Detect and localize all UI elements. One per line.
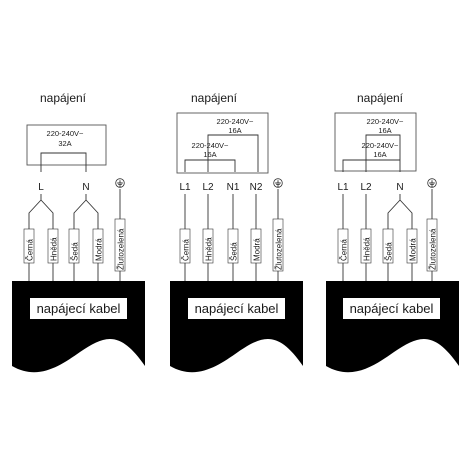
wire-label-brown: Hnědá [50, 237, 59, 261]
wire-label-box [227, 228, 239, 264]
wire-label-green-yellow: Žlutozelená [275, 228, 284, 270]
bridge-line [40, 152, 87, 172]
rating-box [26, 124, 107, 166]
bridge-line-inner [184, 159, 236, 172]
rating-current: 16A [378, 126, 391, 135]
wire-label-box [360, 228, 372, 264]
panel-title: napájení [40, 91, 87, 105]
bridge-line-inner [342, 159, 400, 172]
terminal-label-l2: L2 [360, 182, 372, 193]
bridge-line-outer [207, 134, 259, 172]
terminal-label-l2: L2 [202, 182, 214, 193]
wire-label-green-yellow: Žlutozelená [117, 228, 126, 270]
rating-current: 16A [203, 150, 216, 159]
wire-label-box [68, 228, 80, 264]
wire-label-black: Černá [340, 239, 349, 261]
wire-label-box [114, 218, 126, 272]
wire-label-box [179, 228, 191, 264]
rating-voltage: 220-240V~ [192, 141, 230, 150]
rating-voltage: 220-240V~ [362, 141, 400, 150]
rating-current: 16A [228, 126, 241, 135]
earth-icon [273, 178, 283, 188]
earth-icon [115, 178, 125, 188]
wire-label-box [202, 228, 214, 264]
wire-label-black: Černá [26, 239, 35, 261]
earth-icon [427, 178, 437, 188]
wire-label-box [92, 228, 104, 264]
wire-label-box [250, 228, 262, 264]
cable-body [326, 281, 459, 373]
wire-label-blue: Modrá [95, 238, 104, 261]
panel-two-phase-one-neutral: napájení 220-240V~ 16A 220-240V~ 16A L1 … [326, 91, 459, 373]
terminal-label-n1: N1 [227, 182, 240, 193]
cable-label-box [188, 298, 285, 319]
rating-box [176, 112, 269, 174]
cable-body [170, 281, 303, 373]
panel-single-phase: napájení 220-240V~ 32A L N Černá Hnědá Š… [12, 91, 145, 373]
wire-label-grey: Šedá [385, 242, 394, 261]
rating-voltage: 220-240V~ [367, 117, 405, 126]
cable-label-box [343, 298, 440, 319]
wire-label-box [272, 218, 284, 272]
wire-label-box [382, 228, 394, 264]
wire-label-box [23, 228, 35, 264]
wire-label-black: Černá [182, 239, 191, 261]
wire-label-brown: Hnědá [205, 237, 214, 261]
wire-label-brown: Hnědá [363, 237, 372, 261]
panel-title: napájení [191, 91, 238, 105]
wire-label-box [426, 218, 438, 272]
cable-label-box [30, 298, 127, 319]
panel-two-phase-two-neutral: napájení 220-240V~ 16A 220-240V~ 16A L1 … [170, 91, 303, 373]
cable-label: napájecí kabel [37, 301, 121, 316]
wire-label-blue: Modrá [253, 238, 262, 261]
terminal-label-n: N [82, 182, 89, 193]
rating-voltage: 220-240V~ [47, 129, 85, 138]
bridge-line-outer [365, 134, 401, 172]
rating-box [334, 112, 417, 172]
terminal-label-l: L [38, 182, 44, 193]
terminal-label-n2: N2 [250, 182, 263, 193]
terminal-label-n: N [396, 182, 403, 193]
rating-current: 32A [58, 139, 71, 148]
cable-label: napájecí kabel [195, 301, 279, 316]
rating-current: 16A [373, 150, 386, 159]
wire-label-grey: Šedá [230, 242, 239, 261]
wire-label-box [47, 228, 59, 264]
wire-label-box [337, 228, 349, 264]
panel-title: napájení [357, 91, 404, 105]
terminal-label-l1: L1 [179, 182, 191, 193]
terminal-label-l1: L1 [337, 182, 349, 193]
cable-body [12, 281, 145, 373]
wire-label-grey: Šedá [71, 242, 80, 261]
rating-voltage: 220-240V~ [217, 117, 255, 126]
wire-label-green-yellow: Žlutozelená [429, 228, 438, 270]
wire-label-box [406, 228, 418, 264]
wire-label-blue: Modrá [409, 238, 418, 261]
cable-label: napájecí kabel [350, 301, 434, 316]
